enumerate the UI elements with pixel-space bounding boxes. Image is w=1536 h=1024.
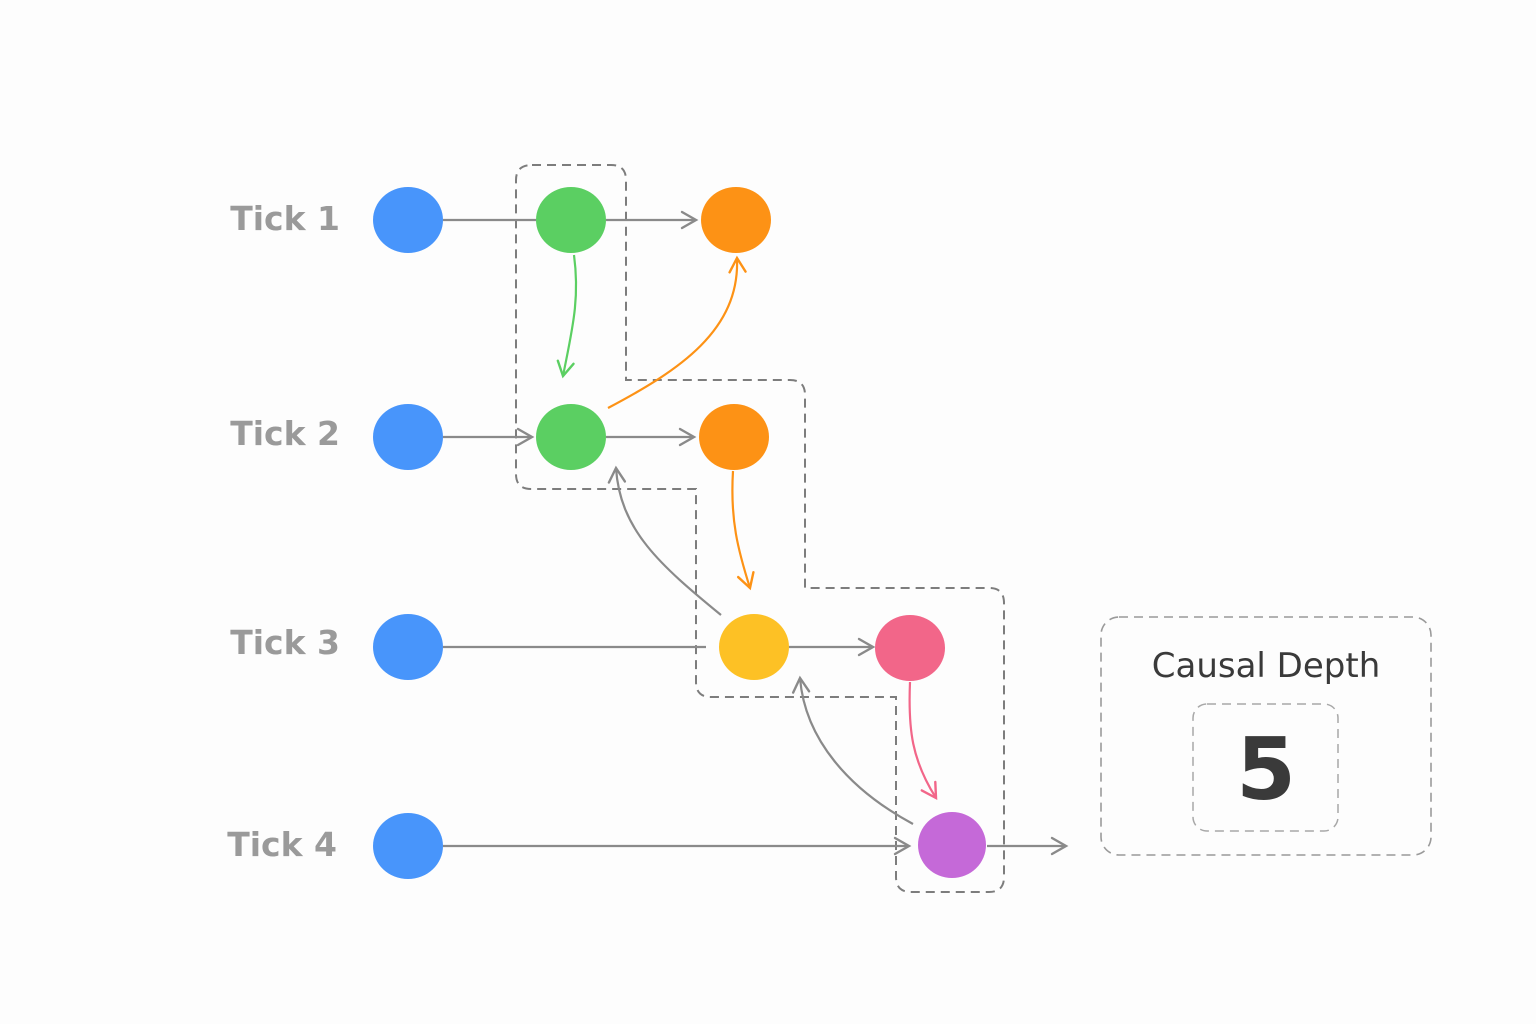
causal-depth-panel: Causal Depth 5	[1100, 616, 1432, 856]
causal-chain-boundary	[515, 164, 1005, 893]
causal-depth-title: Causal Depth	[1152, 646, 1381, 686]
edge-t2-orange-to-t3-yellow	[731, 470, 755, 591]
tick-label-1: Tick 1	[230, 199, 340, 238]
node-t4-blue	[373, 813, 443, 879]
edge-t1-green-to-t2-green	[556, 254, 578, 379]
edge-t2-green-to-t1-orange	[607, 255, 747, 409]
tick-label-2: Tick 2	[230, 414, 340, 453]
node-t3-blue	[373, 614, 443, 680]
node-t1-orange	[701, 187, 771, 253]
node-t1-green	[536, 187, 606, 253]
edges	[443, 210, 1069, 856]
node-t2-blue	[373, 404, 443, 470]
node-t3-yellow	[719, 614, 789, 680]
edge-t3-pink-to-t4-purple	[908, 681, 938, 801]
edge-t3-yellow-to-t2-green	[607, 465, 722, 616]
node-t1-blue	[373, 187, 443, 253]
causal-depth-value: 5	[1236, 720, 1296, 820]
tick-label-4: Tick 4	[227, 825, 337, 864]
causal-depth-box	[1100, 616, 1432, 856]
edge-t4-purple-to-t3-yellow	[791, 675, 914, 825]
nodes	[373, 187, 986, 879]
node-t3-pink	[875, 615, 945, 681]
node-t2-green	[536, 404, 606, 470]
node-t4-purple	[918, 812, 986, 878]
node-t2-orange	[699, 404, 769, 470]
causal-depth-value-box	[1192, 703, 1339, 832]
tick-label-3: Tick 3	[230, 623, 340, 662]
